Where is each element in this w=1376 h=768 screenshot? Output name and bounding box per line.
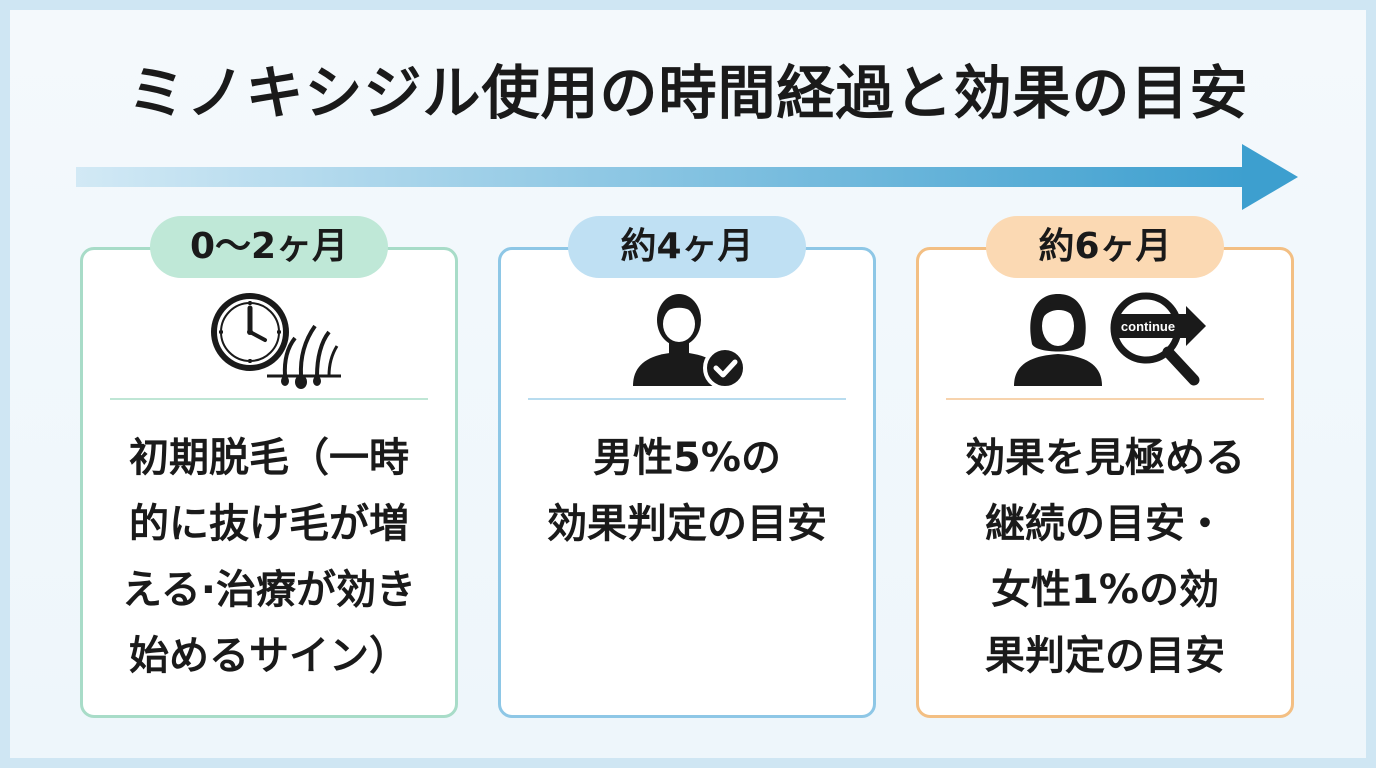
stage-3-line-1: 効果を見極める: [965, 435, 1245, 481]
stage-3-description: 効果を見極める 継続の目安・ 女性1%の効 果判定の目安: [931, 425, 1279, 689]
stage-1-line-3: える·治療が効き: [122, 567, 416, 613]
stage-2-line-2: 効果判定の目安: [547, 501, 827, 547]
hair-follicle-icon: [267, 324, 341, 389]
stage-2-period-badge: 約4ヶ月: [568, 216, 806, 278]
stage-1-divider: [110, 398, 428, 400]
stage-1-line-4: 始めるサイン）: [129, 633, 409, 679]
stage-1-icons: [205, 284, 345, 394]
stage-3-divider: [946, 398, 1264, 400]
stage-2-line-1: 男性5%の: [593, 435, 781, 481]
stage-3-line-4: 果判定の目安: [985, 633, 1225, 679]
stage-2-description: 男性5%の 効果判定の目安: [513, 425, 861, 557]
stage-3-icons: continue: [1010, 284, 1210, 394]
stage-2-icons: [627, 284, 751, 394]
stage-1-line-2: 的に抜け毛が増: [129, 501, 409, 547]
stage-1-period-badge: 0〜2ヶ月: [150, 216, 388, 278]
timeline-arrow: [76, 144, 1298, 210]
stage-1-line-1: 初期脱毛（一時: [129, 435, 409, 481]
female-user-icon: [1014, 294, 1102, 386]
stage-3-period-badge: 約6ヶ月: [986, 216, 1224, 278]
stage-2-divider: [528, 398, 846, 400]
magnifier-continue-icon: continue: [1110, 292, 1206, 386]
stage-3-line-3: 女性1%の効: [991, 567, 1219, 613]
stage-1-description: 初期脱毛（一時 的に抜け毛が増 える·治療が効き 始めるサイン）: [95, 425, 443, 689]
stage-card-3: [916, 247, 1294, 718]
male-user-check-icon: [633, 294, 747, 390]
clock-icon: [211, 293, 289, 371]
page-title: ミノキシジル使用の時間経過と効果の目安: [127, 59, 1249, 127]
stage-3-line-2: 継続の目安・: [985, 501, 1225, 547]
continue-label: continue: [1121, 319, 1175, 334]
